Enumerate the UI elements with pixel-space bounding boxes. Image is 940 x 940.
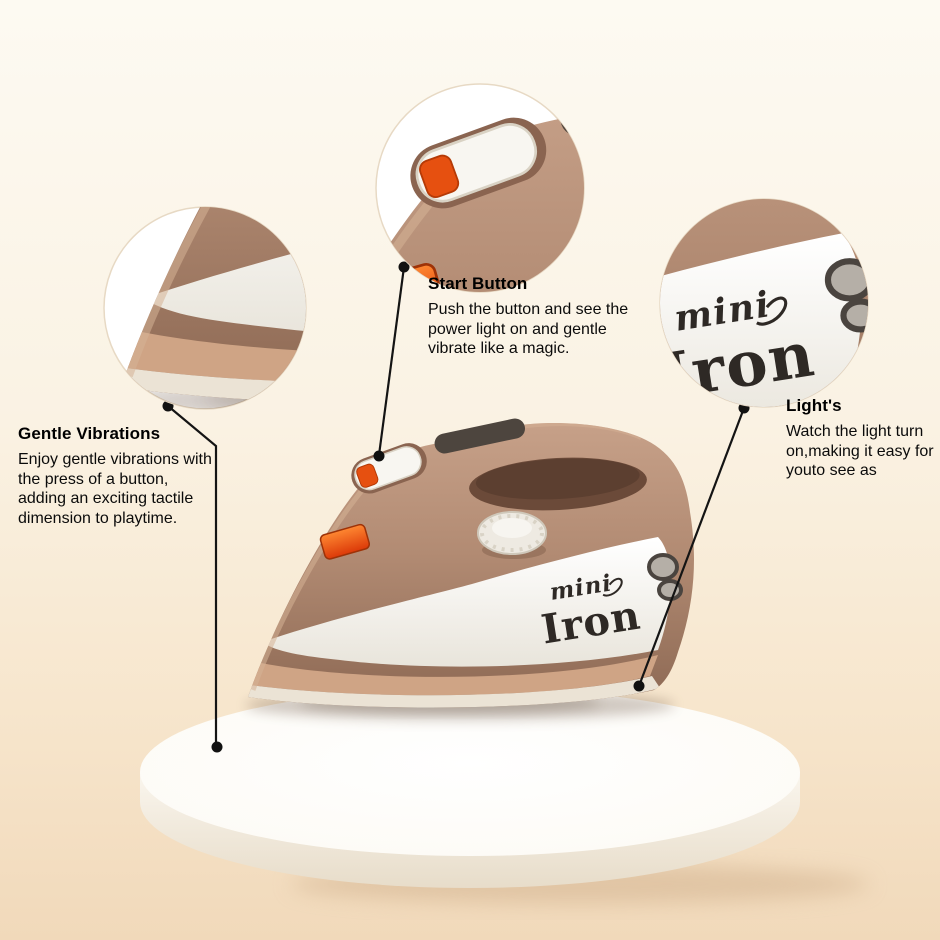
lights-title: Light's: [786, 396, 842, 415]
pedestal-top: [140, 688, 800, 856]
start-button-title: Start Button: [428, 274, 528, 293]
gentle-vibrations-annotation: Gentle Vibrations Enjoy gentle vibration…: [18, 424, 220, 528]
lights-annotation: Light's Watch the light turn on,making i…: [786, 396, 938, 481]
connector-line-lights: [637, 407, 746, 687]
connector-lines: [162, 261, 750, 753]
gentle-vibrations-description: Enjoy gentle vibrations with the press o…: [18, 451, 212, 527]
start-button-description: Push the button and see the power light …: [428, 301, 629, 358]
callout-circle-top: [375, 83, 585, 293]
connector-dot: [211, 741, 223, 753]
callout-circle-left: [103, 206, 307, 410]
lights-description: Watch the light turn on,making it easy f…: [786, 423, 934, 480]
connector-line-start-button: [377, 266, 406, 456]
connector-dot: [398, 261, 410, 273]
gentle-vibrations-title: Gentle Vibrations: [18, 424, 161, 443]
start-button-annotation: Start Button Push the button and see the…: [428, 274, 633, 359]
connector-dot: [633, 680, 645, 692]
connector-dot: [373, 450, 385, 462]
pedestal: [140, 688, 870, 904]
callout-circle-right: [659, 198, 869, 408]
connector-line-vibrations: [167, 405, 218, 746]
mini-iron-product: [244, 417, 694, 720]
